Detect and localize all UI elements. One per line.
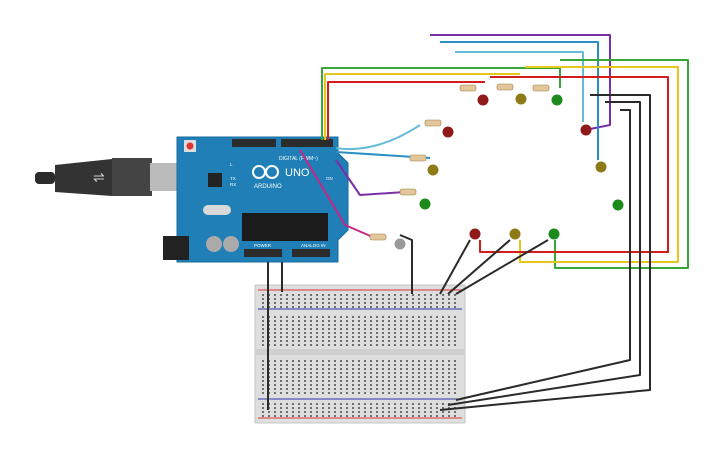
resistors [369,83,550,241]
svg-text:⇌: ⇌ [93,169,105,185]
breadboard[interactable] [254,284,466,424]
on-led-label: ON [326,176,333,181]
arduino-logo-icon [252,165,279,179]
board-model: UNO [285,167,310,179]
l-led-label: L [230,162,233,167]
board-brand: ARDUINO [254,184,282,190]
breadboard-holes [262,294,456,417]
leds [394,93,624,250]
arduino-board[interactable]: ARDUINO UNO DIGITAL (PWM~) POWER ANALOG … [163,136,349,263]
rx-led-label: RX [230,182,236,187]
analog-header-label: ANALOG IN [301,243,326,248]
tx-led-label: TX [230,176,236,181]
wires [267,34,689,411]
digital-header-label: DIGITAL (PWM~) [279,156,318,162]
power-header-label: POWER [254,243,272,248]
usb-cable-icon: ⇌ [35,158,180,196]
